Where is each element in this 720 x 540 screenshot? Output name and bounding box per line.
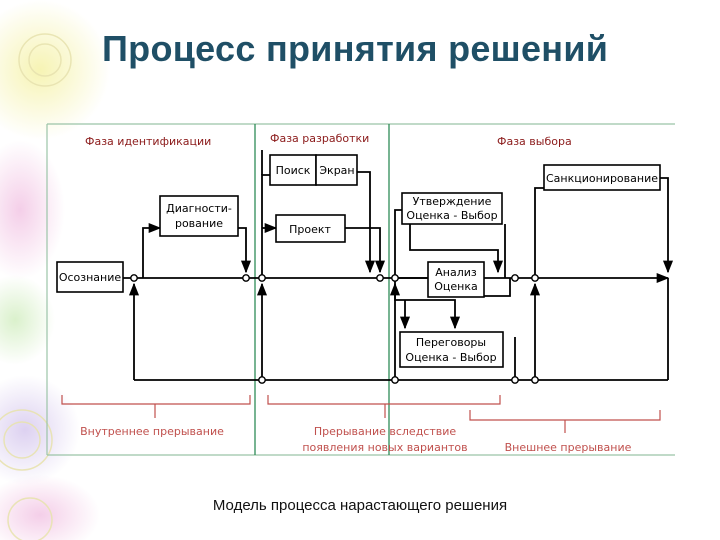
analysis-label-line2: Оценка	[434, 280, 478, 293]
awareness-box	[56, 261, 124, 293]
junction-node	[391, 376, 399, 384]
phase-selection-label: Фаза выбора	[497, 135, 572, 148]
junction-node	[242, 274, 250, 282]
screen-box	[315, 154, 358, 186]
junction-node	[258, 274, 266, 282]
external-interruption-label: Внешнее прерывание	[505, 441, 632, 454]
project-label: Проект	[289, 223, 331, 236]
diagram-frame	[46, 123, 675, 456]
approval-output-line	[409, 224, 504, 274]
slide-title: Процесс принятия решений	[102, 28, 609, 69]
project-box	[275, 214, 346, 243]
junction-node	[511, 274, 519, 282]
internal-interruption-label: Внутреннее прерывание	[80, 425, 224, 438]
new-options-interruption-label-line1: Прерывание вследствие	[314, 425, 457, 438]
negotiation-box	[399, 331, 504, 368]
analysis-label-line1: Анализ	[435, 266, 477, 279]
junction-node	[511, 376, 519, 384]
new-options-interruption-bracket	[267, 395, 501, 405]
sanction-input-line	[534, 187, 544, 278]
diagnosis-output-line	[238, 227, 252, 274]
approval-label-line2: Оценка - Выбор	[406, 209, 497, 222]
sanction-label: Санкционирование	[546, 172, 658, 185]
junction-node	[391, 274, 399, 282]
junction-node	[531, 376, 539, 384]
junction-node	[130, 274, 138, 282]
approval-label-line1: Утверждение	[413, 195, 492, 208]
search-input-line	[261, 174, 270, 278]
screen-output-line	[357, 171, 376, 274]
diagram-caption: Модель процесса нарастающего решения	[212, 497, 508, 514]
diagnosis-label-line2: рование	[175, 217, 223, 230]
phase-development-label: Фаза разработки	[270, 132, 369, 145]
sanction-output-line	[660, 177, 674, 274]
sanction-box	[543, 164, 661, 191]
negotiation-label-line1: Переговоры	[416, 336, 486, 349]
search-label: Поиск	[276, 164, 311, 177]
approval-box	[401, 192, 503, 225]
project-output-line	[345, 227, 386, 274]
analysis-box	[427, 261, 485, 298]
new-options-interruption-label-line2: появления новых вариантов	[302, 441, 467, 454]
external-interruption-bracket	[469, 410, 661, 421]
screen-label: Экран	[319, 164, 354, 177]
phase-identification-label: Фаза идентификации	[85, 135, 211, 148]
internal-interruption-bracket	[61, 395, 251, 405]
negotiation-label-line2: Оценка - Выбор	[405, 351, 496, 364]
junction-node	[258, 376, 266, 384]
awareness-label: Осознание	[59, 271, 122, 284]
junction-node	[376, 274, 384, 282]
approval-input-line	[394, 209, 402, 278]
diagnosis-label-line1: Диагности-	[166, 202, 232, 215]
diagnosis-box	[159, 195, 239, 237]
junction-node	[531, 274, 539, 282]
diagnosis-input-line	[142, 222, 162, 278]
